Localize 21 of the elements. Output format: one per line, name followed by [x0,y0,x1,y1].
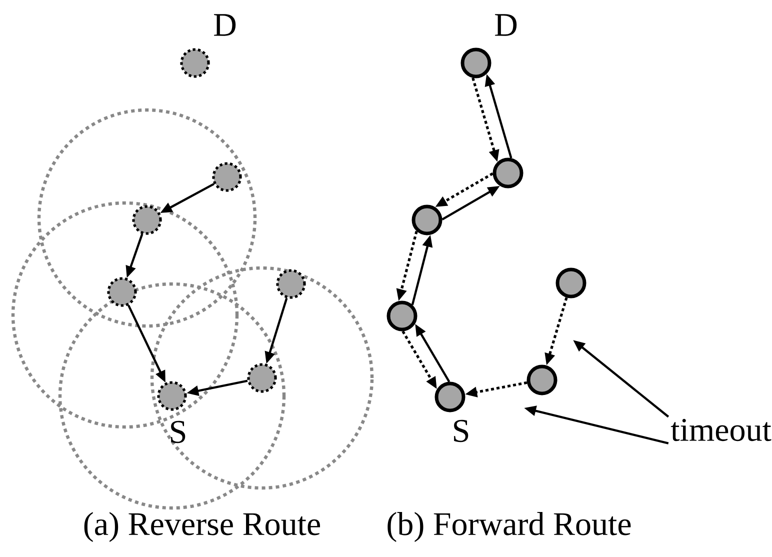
node-label: S [454,420,468,442]
node-circle [492,158,524,188]
caption: (b) Forward Route [388,512,631,542]
node-circle [526,364,558,396]
node-circle [132,205,162,235]
node-circle [180,48,210,78]
node-circle [386,300,418,332]
node-circle [412,204,442,236]
node-label: D [214,14,236,36]
node-circle [556,268,586,298]
caption: (a) Reverse Route [84,512,320,542]
node-label: S [171,420,186,444]
node-circle [107,277,137,307]
node-circle [276,269,306,299]
node-circle [247,363,277,393]
node-circle [460,48,492,78]
node-circle [434,382,466,412]
timeout-label: timeout [670,418,772,442]
node-circle [212,162,242,192]
node-label: D [495,14,517,36]
node-circle [157,381,187,411]
